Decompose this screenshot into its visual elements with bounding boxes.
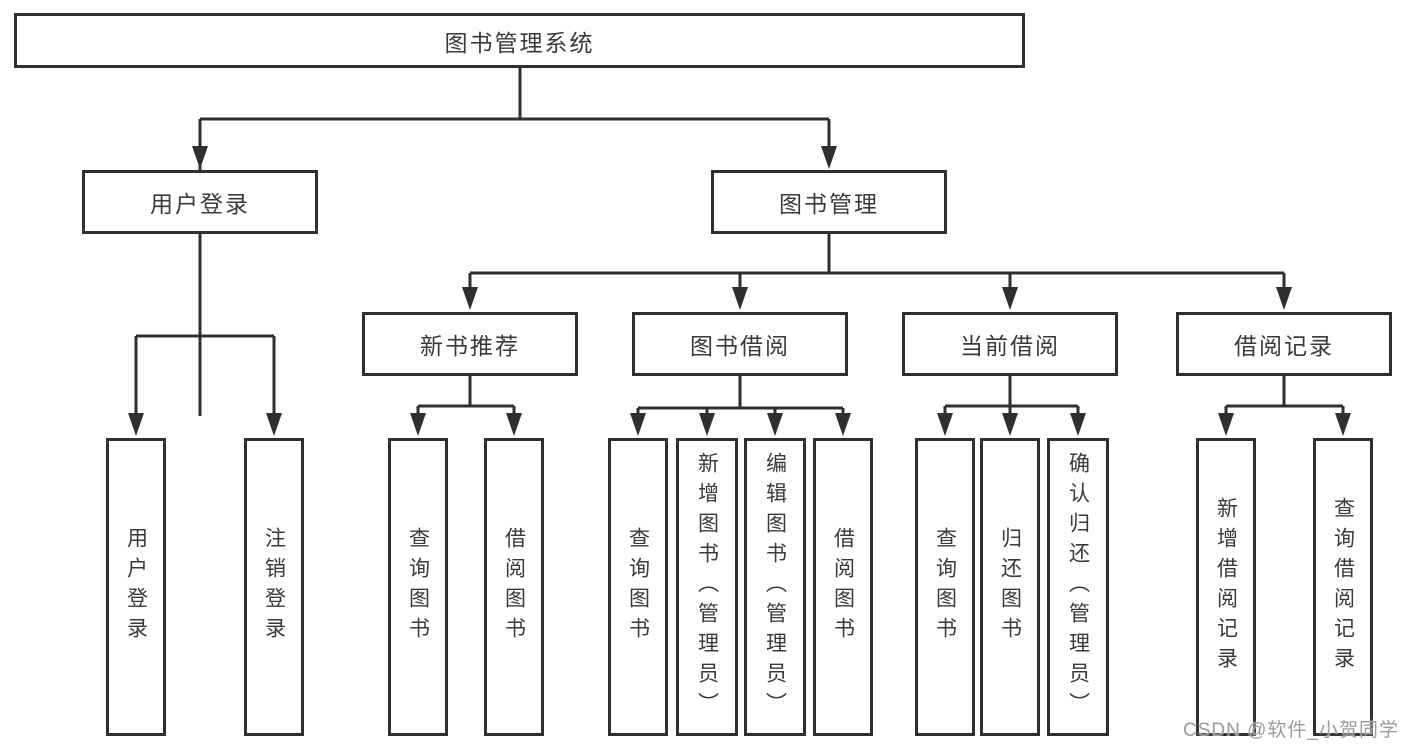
edge-book-management-children — [468, 234, 1286, 291]
node-book-management: 图书管理 — [711, 170, 947, 234]
arrowhead-query-borrow-record — [1335, 413, 1351, 436]
node-new-book-recommend: 新书推荐 — [362, 312, 578, 376]
arrowhead-query-books-2 — [630, 413, 646, 436]
arrowhead-borrow-books-2 — [835, 413, 851, 436]
leaf-user-login: 用户登录 — [106, 438, 166, 736]
node-borrow-records: 借阅记录 — [1176, 312, 1392, 376]
leaf-logout: 注销登录 — [244, 438, 304, 736]
node-current-borrow: 当前借阅 — [902, 312, 1118, 376]
arrowhead-book-management — [821, 146, 837, 169]
leaf-return-books: 归还图书 — [980, 438, 1040, 736]
leaf-confirm-return-admin: 确认归还（管理员） — [1047, 438, 1109, 736]
arrowhead-book-borrow — [732, 287, 748, 310]
arrowhead-query-books-1 — [410, 413, 426, 436]
leaf-query-books-current: 查询图书 — [915, 438, 975, 736]
arrowhead-edit-book — [767, 413, 783, 436]
edge-user-login-children — [134, 234, 276, 416]
arrowhead-borrow-records — [1276, 287, 1292, 310]
arrowhead-current-borrow — [1002, 287, 1018, 310]
arrowhead-add-book — [699, 413, 715, 436]
arrowhead-new-book-recommend — [462, 287, 478, 310]
arrowhead-leaf-user-login — [128, 413, 144, 436]
arrowhead-add-borrow-record — [1218, 413, 1234, 436]
arrowhead-query-books-3 — [937, 413, 953, 436]
leaf-edit-book-admin: 编辑图书（管理员） — [744, 438, 806, 736]
csdn-watermark: CSDN @软件_小贺同学 — [1183, 720, 1399, 741]
leaf-query-books-borrow: 查询图书 — [608, 438, 668, 736]
node-user-login: 用户登录 — [82, 170, 318, 234]
leaf-query-borrow-record: 查询借阅记录 — [1313, 438, 1373, 736]
leaf-borrow-books-borrow: 借阅图书 — [813, 438, 873, 736]
arrowhead-leaf-logout — [266, 413, 282, 436]
edge-current-borrow-children — [943, 376, 1080, 416]
edge-borrow-records-children — [1224, 376, 1345, 416]
edge-new-book-recommend-children — [416, 376, 516, 416]
leaf-borrow-books-recommend: 借阅图书 — [484, 438, 544, 736]
arrowhead-user-login — [192, 146, 208, 169]
arrowhead-borrow-books-1 — [506, 413, 522, 436]
arrowhead-confirm-return — [1070, 413, 1086, 436]
node-book-borrow: 图书借阅 — [632, 312, 848, 376]
edge-root-branches — [198, 68, 831, 149]
arrowhead-return-books — [1002, 413, 1018, 436]
node-system-root: 图书管理系统 — [14, 13, 1025, 68]
leaf-add-book-admin: 新增图书（管理员） — [676, 438, 738, 736]
leaf-query-books-recommend: 查询图书 — [388, 438, 448, 736]
leaf-add-borrow-record: 新增借阅记录 — [1196, 438, 1256, 736]
edge-book-borrow-children — [636, 376, 845, 416]
